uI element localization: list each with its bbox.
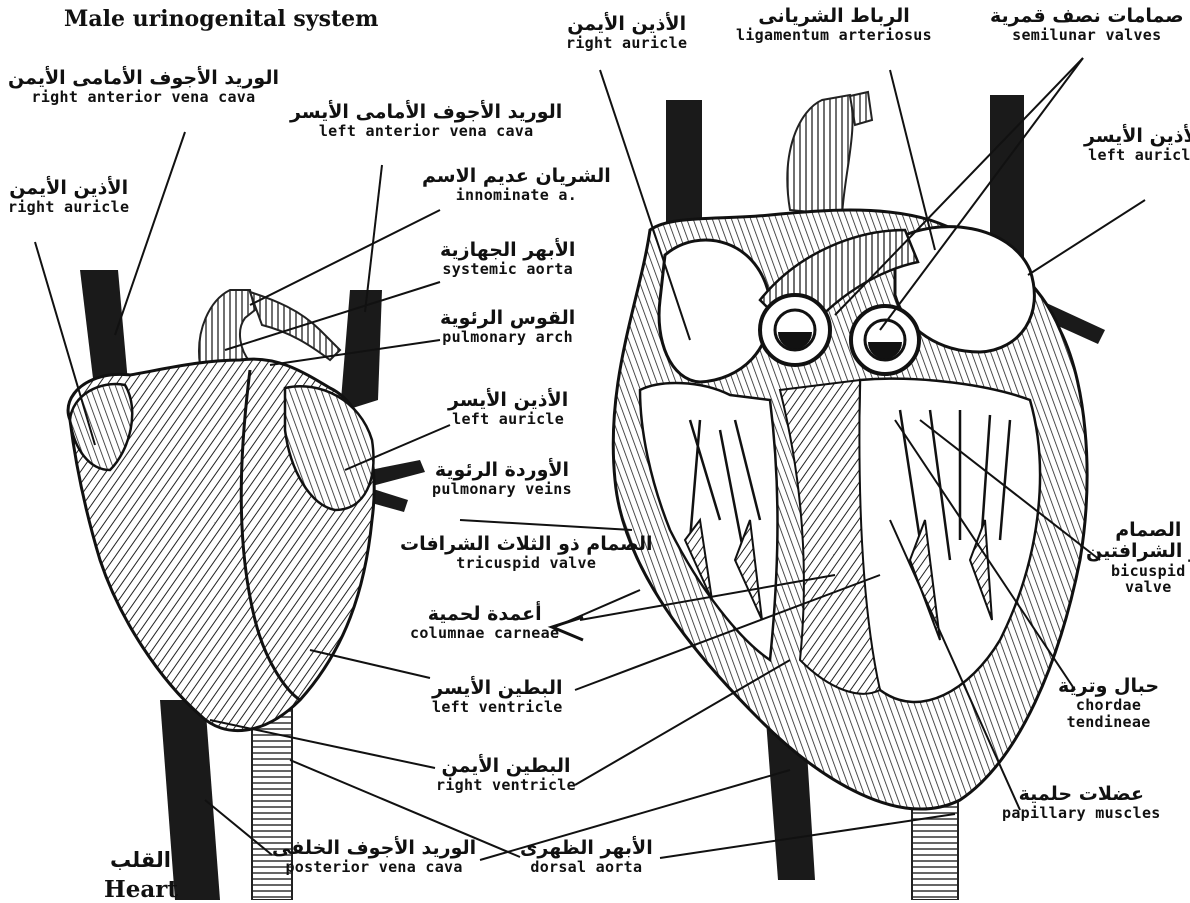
label-ar: الأبهر الظهرى xyxy=(520,838,653,859)
label-en: dorsal aorta xyxy=(520,859,653,876)
label-en: right anterior vena cava xyxy=(8,89,279,106)
pulmonary-veins-vessel xyxy=(370,460,425,486)
label-left-auricle-section: الأذين الأيسر left auricle xyxy=(1084,126,1190,164)
label-ar: القوس الرئوية xyxy=(440,308,575,329)
label-en: chordae xyxy=(1058,697,1159,714)
label-ar: عضلات حلمية xyxy=(1002,784,1161,805)
label-ar: الأذين الأيمن xyxy=(566,14,687,35)
label-right-auricle-section: الأذين الأيمن right auricle xyxy=(566,14,687,52)
aortic-arch-vessel xyxy=(199,290,255,365)
caption-heart: Heart xyxy=(104,876,178,903)
label-ar: البطين الأيسر xyxy=(432,678,563,699)
label-ar: الصمام xyxy=(1086,520,1190,541)
caption-heart-arabic: القلب xyxy=(110,848,171,872)
label-pulmonary-arch: القوس الرئوية pulmonary arch xyxy=(440,308,575,346)
label-ar: الأبهر الجهازية xyxy=(440,240,575,261)
sectioned-heart xyxy=(613,92,1105,900)
label-en: posterior vena cava xyxy=(272,859,476,876)
label-ar: البطين الأيمن xyxy=(436,756,576,777)
label-left-auricle-external: الأذين الأيسر left auricle xyxy=(448,390,568,428)
label-ar: الأذين الأيسر xyxy=(448,390,568,411)
label-ligamentum-arteriosus: الرباط الشريانى ligamentum arteriosus xyxy=(736,6,932,44)
label-right-anterior-vena-cava: الوريد الأجوف الأمامى الأيمن right anter… xyxy=(8,68,279,106)
label-en: systemic aorta xyxy=(440,261,575,278)
label-semilunar-valves: صمامات نصف قمرية semilunar valves xyxy=(990,6,1184,44)
label-en: ligamentum arteriosus xyxy=(736,27,932,44)
section-aorta-trunk xyxy=(787,95,852,215)
label-systemic-aorta: الأبهر الجهازية systemic aorta xyxy=(440,240,575,278)
label-left-ventricle: البطين الأيسر left ventricle xyxy=(432,678,563,716)
label-en: left ventricle xyxy=(432,699,563,716)
label-ar: الأوردة الرئوية xyxy=(432,460,572,481)
label-ar: الوريد الأجوف الأمامى الأيمن xyxy=(8,68,279,89)
label-ar: الشريان عديم الاسم xyxy=(422,166,611,187)
label-en: pulmonary arch xyxy=(440,329,575,346)
label-en: semilunar valves xyxy=(990,27,1184,44)
label-en: tricuspid valve xyxy=(400,555,652,572)
label-ar: الأذين الأيمن xyxy=(8,178,129,199)
label-en: left auricle xyxy=(448,411,568,428)
label-left-anterior-vena-cava: الوريد الأجوف الأمامى الأيسر left anteri… xyxy=(290,102,562,140)
label-papillary-muscles: عضلات حلمية papillary muscles xyxy=(1002,784,1161,822)
label-en: right ventricle xyxy=(436,777,576,794)
page-title: Male urinogenital system xyxy=(64,6,378,32)
label-ar: الأذين الأيسر xyxy=(1084,126,1190,147)
label-en: left anterior vena cava xyxy=(290,123,562,140)
label-right-ventricle: البطين الأيمن right ventricle xyxy=(436,756,576,794)
label-bicuspid-valve: الصمام ذو الشرافتين bicuspid valve xyxy=(1086,520,1190,596)
label-innominate: الشريان عديم الاسم innominate a. xyxy=(422,166,611,204)
label-en: bicuspid xyxy=(1086,563,1190,580)
label-en: right auricle xyxy=(566,35,687,52)
label-ar: الصمام ذو الثلاث الشرافات xyxy=(400,534,652,555)
label-ar: الرباط الشريانى xyxy=(736,6,932,27)
label-ar: صمامات نصف قمرية xyxy=(990,6,1184,27)
label-en: right auricle xyxy=(8,199,129,216)
label-en: tendineae xyxy=(1058,714,1159,731)
label-columnae-carneae: أعمدة لحمية columnae carneae xyxy=(410,604,559,642)
label-chordae-tendineae: حبال وترية chordae tendineae xyxy=(1058,676,1159,731)
label-en: innominate a. xyxy=(422,187,611,204)
label-ar: الوريد الأجوف الخلفى xyxy=(272,838,476,859)
label-en: left auricle xyxy=(1084,147,1190,164)
label-en: valve xyxy=(1086,579,1190,596)
label-ar: ذو الشرافتين xyxy=(1086,541,1190,562)
external-heart xyxy=(68,270,425,900)
label-en: papillary muscles xyxy=(1002,805,1161,822)
label-pulmonary-veins: الأوردة الرئوية pulmonary veins xyxy=(432,460,572,498)
label-ar: حبال وترية xyxy=(1058,676,1159,697)
label-right-auricle-external: الأذين الأيمن right auricle xyxy=(8,178,129,216)
label-posterior-vena-cava: الوريد الأجوف الخلفى posterior vena cava xyxy=(272,838,476,876)
label-ar: أعمدة لحمية xyxy=(410,604,559,625)
label-tricuspid-valve: الصمام ذو الثلاث الشرافات tricuspid valv… xyxy=(400,534,652,572)
label-en: columnae carneae xyxy=(410,625,559,642)
label-dorsal-aorta: الأبهر الظهرى dorsal aorta xyxy=(520,838,653,876)
label-en: pulmonary veins xyxy=(432,481,572,498)
label-ar: الوريد الأجوف الأمامى الأيسر xyxy=(290,102,562,123)
